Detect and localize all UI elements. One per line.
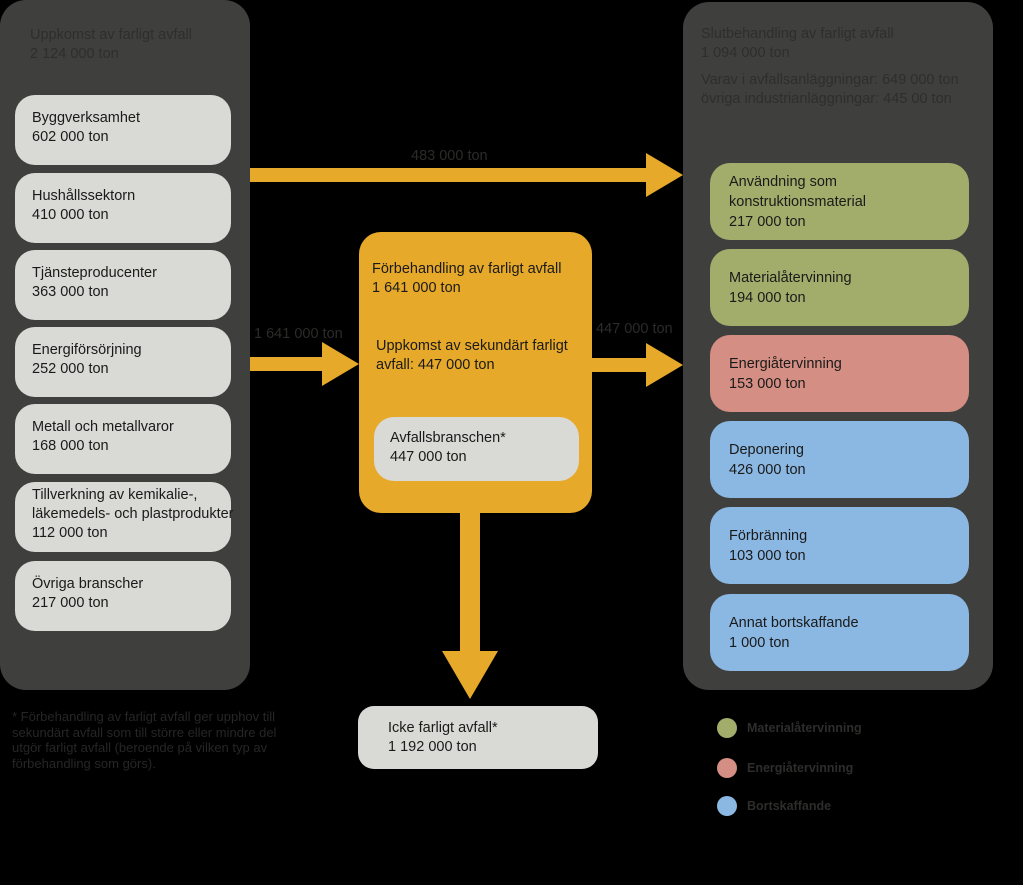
treatment-box-energy-recovery: Energiåtervinning 153 000 ton — [710, 335, 969, 412]
sector-name: Hushållssektorn — [32, 188, 136, 204]
sector-box-metal: Metall och metallvaror 168 000 ton — [15, 404, 231, 474]
preprocessing-amount: 1 641 000 ton — [372, 280, 461, 296]
legend-label: Materialåtervinning — [747, 721, 862, 735]
sector-box-households: Hushållssektorn 410 000 ton — [15, 173, 231, 243]
origin-title-block: Uppkomst av farligt avfall 2 124 000 ton — [30, 26, 192, 64]
waste-sector-box: Avfallsbranschen* 447 000 ton — [374, 417, 579, 481]
legend-swatch-disposal — [717, 796, 737, 816]
non-hazardous-name: Icke farligt avfall* — [388, 720, 498, 736]
preprocessing-title: Förbehandling av farligt avfall — [372, 261, 562, 277]
to-non-hazardous-arrow — [442, 512, 498, 699]
sector-name: Byggverksamhet — [32, 110, 140, 126]
to-preprocessing-label: 1 641 000 ton — [254, 326, 343, 342]
legend-label: Energiåtervinning — [747, 761, 854, 775]
sector-box-construction: Byggverksamhet 602 000 ton — [15, 95, 231, 165]
treatment-amount: 426 000 ton — [729, 461, 806, 478]
non-hazardous-box: Icke farligt avfall* 1 192 000 ton — [358, 706, 598, 769]
sector-amount: 410 000 ton — [32, 207, 109, 223]
secondary-waste-line2: avfall: 447 000 ton — [376, 357, 495, 373]
legend-item-energy: Energiåtervinning — [717, 758, 853, 778]
sector-box-other: Övriga branscher 217 000 ton — [15, 561, 231, 631]
legend-item-disposal: Bortskaffande — [717, 796, 831, 816]
legend-label: Bortskaffande — [747, 799, 832, 813]
treatment-box-material-recycling: Materialåtervinning 194 000 ton — [710, 249, 969, 326]
final-title: Slutbehandling av farligt avfall — [701, 26, 894, 42]
treatment-name: Annat bortskaffande — [729, 614, 859, 631]
sector-name: Tjänsteproducenter — [32, 265, 157, 281]
non-hazardous-amount: 1 192 000 ton — [388, 739, 477, 755]
treatment-name: Materialåtervinning — [729, 269, 852, 286]
from-preprocessing-arrow — [592, 343, 683, 387]
final-split-line2: övriga industrianläggningar: 445 00 ton — [701, 91, 952, 107]
secondary-waste-text: Uppkomst av sekundärt farligt avfall: 44… — [376, 337, 568, 375]
to-preprocessing-arrow — [250, 342, 359, 386]
waste-sector-amount: 447 000 ton — [390, 449, 467, 465]
treatment-box-construction-material: Användning som konstruktionsmaterial 217… — [710, 163, 969, 240]
sector-name-line2: läkemedels- och plastprodukter — [32, 506, 234, 522]
sector-box-chemicals: Tillverkning av kemikalie-, läkemedels- … — [15, 482, 234, 552]
final-split-block: Varav i avfallsanläggningar: 649 000 ton… — [701, 71, 959, 109]
treatment-name-line2: konstruktionsmaterial — [729, 193, 866, 210]
sector-amount: 252 000 ton — [32, 361, 109, 377]
legend-swatch-material — [717, 718, 737, 738]
treatment-amount: 153 000 ton — [729, 375, 806, 392]
direct-flow-arrow — [250, 153, 683, 197]
sector-name: Energiförsörjning — [32, 342, 142, 358]
secondary-waste-line1: Uppkomst av sekundärt farligt — [376, 338, 568, 354]
treatment-amount: 1 000 ton — [729, 634, 790, 651]
treatment-name: Förbränning — [729, 527, 808, 544]
sector-name: Övriga branscher — [32, 576, 144, 592]
final-title-block: Slutbehandling av farligt avfall 1 094 0… — [701, 25, 894, 63]
sector-box-energy-supply: Energiförsörjning 252 000 ton — [15, 327, 231, 397]
sector-amount: 112 000 ton — [32, 525, 108, 541]
treatment-box-other-disposal: Annat bortskaffande 1 000 ton — [710, 594, 969, 671]
treatment-name-line1: Användning som — [729, 173, 838, 190]
preprocessing-heading: Förbehandling av farligt avfall 1 641 00… — [372, 260, 561, 298]
sector-name-line1: Tillverkning av kemikalie-, — [32, 487, 198, 503]
treatment-box-landfill: Deponering 426 000 ton — [710, 421, 969, 498]
sector-amount: 363 000 ton — [32, 284, 109, 300]
treatment-amount: 103 000 ton — [729, 547, 806, 564]
treatment-name: Deponering — [729, 441, 804, 458]
treatment-amount: 194 000 ton — [729, 289, 806, 306]
sector-amount: 602 000 ton — [32, 129, 109, 145]
direct-flow-label: 483 000 ton — [411, 148, 488, 164]
origin-title: Uppkomst av farligt avfall — [30, 27, 192, 43]
sector-box-service-producers: Tjänsteproducenter 363 000 ton — [15, 250, 231, 320]
sector-amount: 168 000 ton — [32, 438, 109, 454]
treatment-amount: 217 000 ton — [729, 213, 806, 230]
treatment-name: Energiåtervinning — [729, 355, 842, 372]
treatment-box-incineration: Förbränning 103 000 ton — [710, 507, 969, 584]
footnote: * Förbehandling av farligt avfall ger up… — [12, 709, 277, 771]
final-split-line1: Varav i avfallsanläggningar: 649 000 ton — [701, 72, 959, 88]
final-total: 1 094 000 ton — [701, 45, 790, 61]
sector-amount: 217 000 ton — [32, 595, 109, 611]
origin-total: 2 124 000 ton — [30, 46, 119, 62]
legend-swatch-energy — [717, 758, 737, 778]
waste-sector-name: Avfallsbranschen* — [390, 430, 506, 446]
sector-name: Metall och metallvaror — [32, 419, 174, 435]
legend-item-material: Materialåtervinning — [717, 718, 862, 738]
from-preprocessing-label: 447 000 ton — [596, 321, 673, 337]
